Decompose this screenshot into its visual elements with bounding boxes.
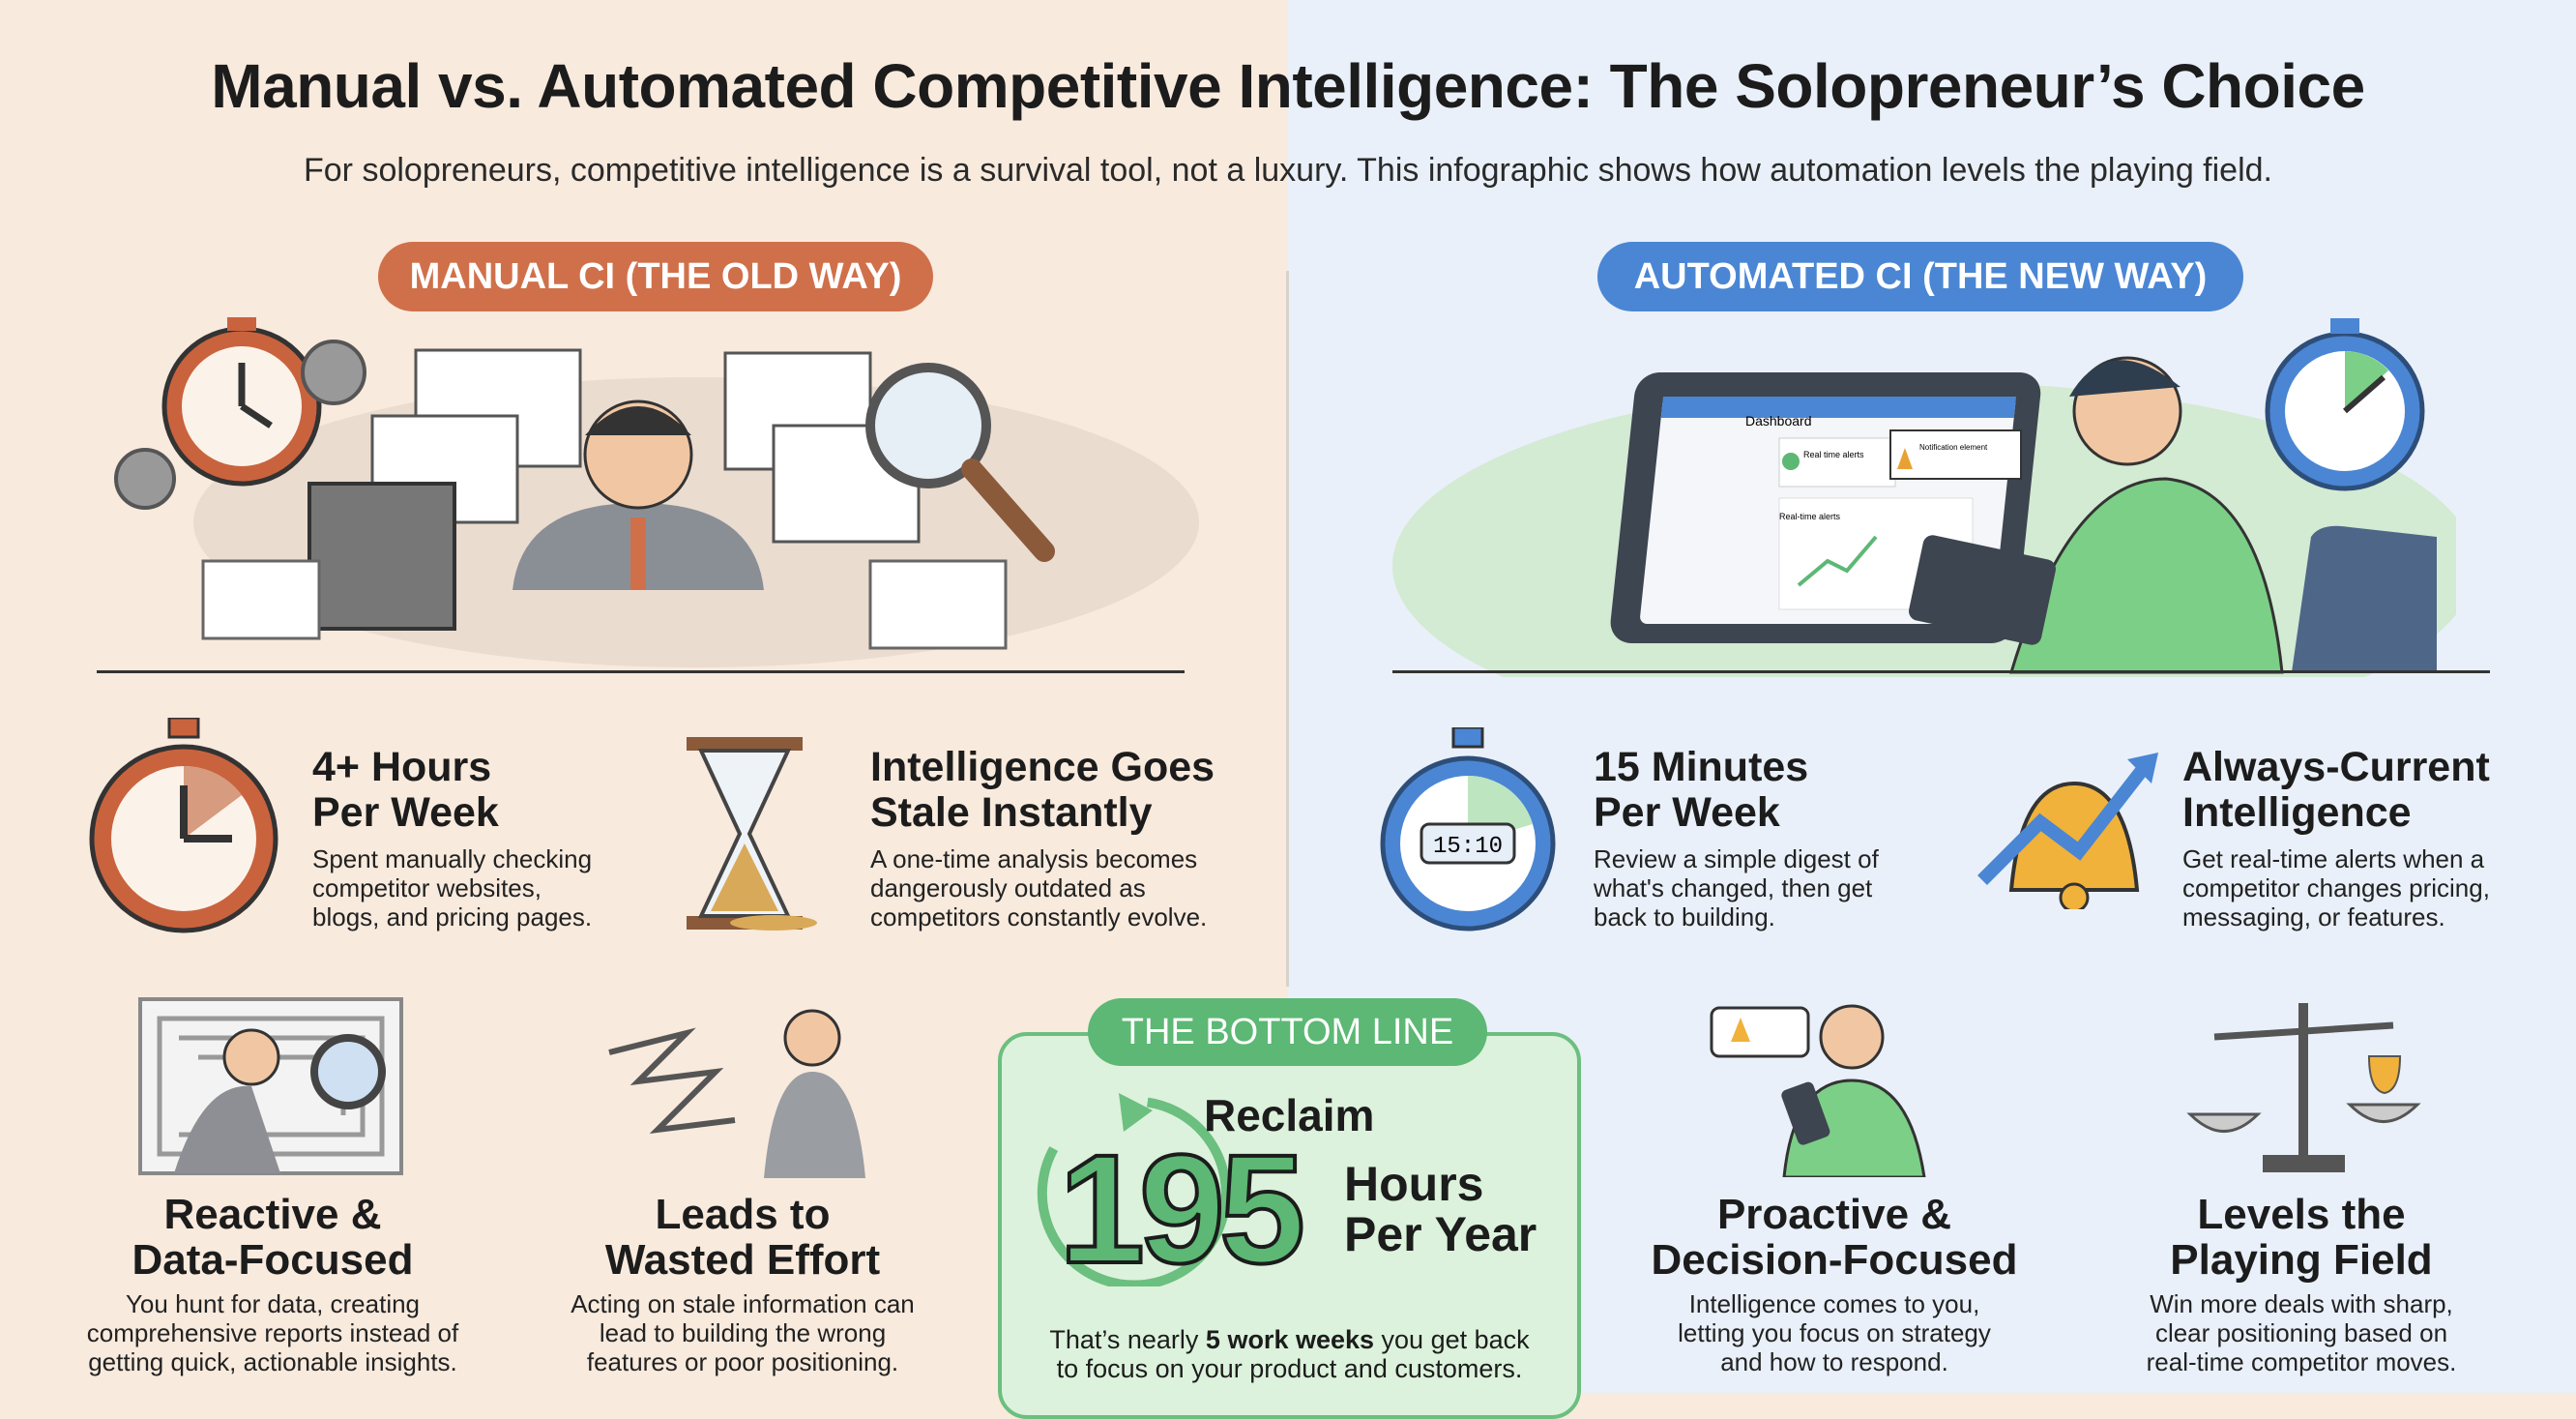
bottom-line-card <box>998 1032 1581 1419</box>
dashboard-title: Dashboard <box>1745 413 1812 429</box>
ground-line <box>1392 670 2490 673</box>
feature-desc: Intelligence comes to you,letting you fo… <box>1678 1289 1991 1376</box>
bottom-line-label: THE BOTTOM LINE <box>1088 998 1487 1066</box>
feature-desc: Win more deals with sharp,clear position… <box>2146 1289 2457 1376</box>
person-phone-icon <box>1710 1004 1926 1177</box>
dashboard-illustration: Dashboard Real time alerts Notification … <box>1392 318 2456 677</box>
divider <box>1286 271 1289 987</box>
manual-label: MANUAL CI (THE OLD WAY) <box>378 242 933 311</box>
tablet <box>1909 535 2056 645</box>
page-title: Manual vs. Automated Competitive Intelli… <box>211 51 2365 121</box>
feature-title: Proactive &Decision-Focused <box>1651 1191 2018 1284</box>
svg-text:Real-time alerts: Real-time alerts <box>1779 512 1841 521</box>
maze-magnifier-icon <box>138 997 403 1175</box>
person <box>2008 356 2284 674</box>
circular-arrow-icon <box>1037 1093 1231 1286</box>
scales-trophy-icon <box>2186 1003 2421 1172</box>
magnifier-icon <box>865 363 1055 562</box>
stressed-person <box>512 399 764 590</box>
page-subtitle: For solopreneurs, competitive intelligen… <box>304 152 2272 189</box>
confused-person-icon <box>608 1009 865 1178</box>
bell-trend-icon <box>1977 753 2158 909</box>
svg-text:Notification element: Notification element <box>1919 443 1988 452</box>
stressed-desk-illustration <box>114 317 1199 667</box>
chair <box>2292 525 2437 672</box>
clock-icon <box>161 317 322 487</box>
paper-stack <box>201 559 1008 650</box>
reclaim-text: Reclaim <box>1204 1090 1375 1140</box>
automated-label: AUTOMATED CI (THE NEW WAY) <box>1597 242 2243 311</box>
digital-stopwatch-icon: 15:10 <box>1380 727 1556 931</box>
svg-text:15:10: 15:10 <box>1433 834 1503 860</box>
ground-line <box>97 670 1185 673</box>
monitor <box>307 482 456 631</box>
feature-title: Reactive &Data-Focused <box>132 1191 414 1284</box>
gear-icon <box>114 340 366 510</box>
hours-number: 195 <box>1057 1122 1307 1295</box>
svg-text:Real time alerts: Real time alerts <box>1803 450 1864 459</box>
hourglass-icon <box>687 737 817 931</box>
stopwatch-icon <box>2265 318 2425 491</box>
notification-card <box>1889 429 2022 480</box>
stopwatch-icon <box>89 718 278 933</box>
